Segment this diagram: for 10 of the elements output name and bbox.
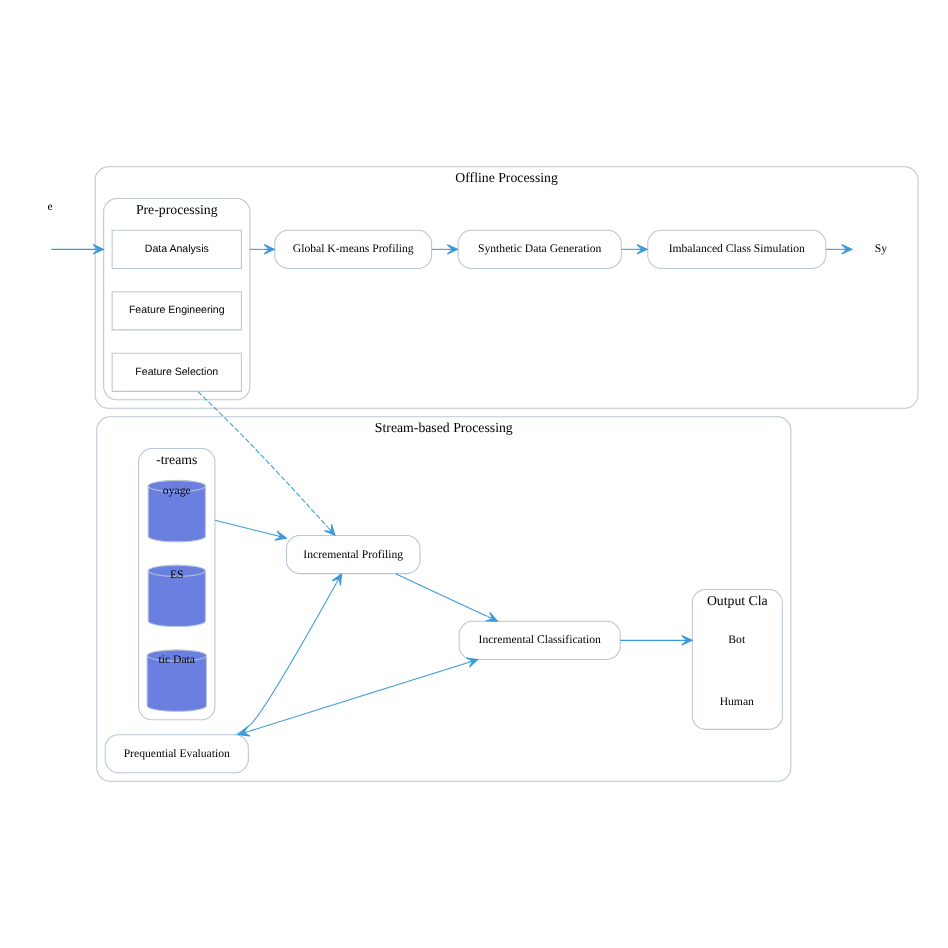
arrow bbox=[238, 657, 479, 737]
arrow bbox=[214, 519, 287, 541]
arrow bbox=[431, 244, 459, 255]
arrow bbox=[620, 244, 648, 255]
arrow bbox=[197, 391, 336, 536]
arrow bbox=[235, 573, 343, 736]
arrow bbox=[619, 635, 693, 646]
arrow bbox=[249, 244, 276, 255]
arrow bbox=[825, 244, 853, 255]
arrow bbox=[395, 573, 498, 622]
